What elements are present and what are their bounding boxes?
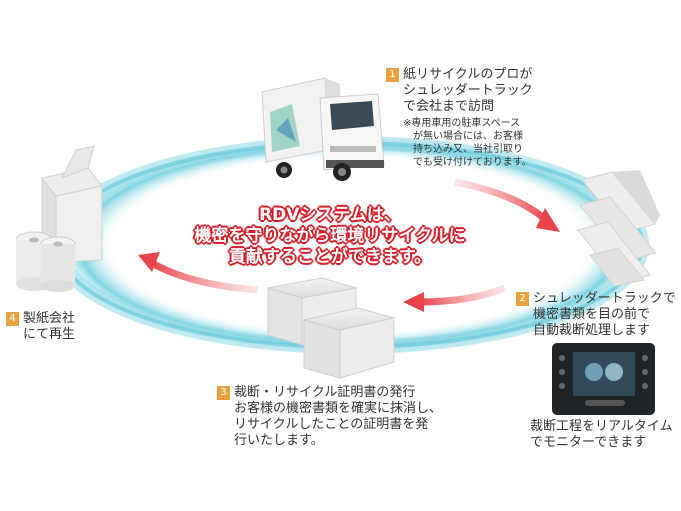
- step-1: 1 紙リサイクルのプロが シュレッダートラック で会社まで訪問 ※専用車用の駐車ス…: [386, 67, 586, 169]
- note-line: 持ち込み又、当社引取り: [413, 144, 523, 155]
- step-text: 機密書類を目の前で: [533, 307, 651, 322]
- step-text: にて再生: [23, 327, 76, 342]
- step-text: 製紙会社: [23, 311, 76, 326]
- step-number-badge: 2: [516, 292, 529, 306]
- cycle-ring: [50, 135, 650, 355]
- paper-rolls-icon: [15, 145, 103, 292]
- center-line: 貢献することができます。: [228, 247, 432, 267]
- caption-line: でモニターできます: [530, 435, 647, 450]
- arrow-step1-to-step2: [454, 178, 560, 232]
- caption-line: 裁断工程をリアルタイム: [530, 419, 673, 434]
- step-text: シュレッダートラック: [403, 83, 533, 98]
- note-line: が無い場合には、お客様: [413, 131, 523, 142]
- step-2: 2 シュレッダートラックで 機密書類を目の前で 自動裁断処理します: [516, 291, 681, 339]
- monitor-icon: [552, 343, 655, 415]
- step-text: 自動裁断処理します: [533, 323, 651, 338]
- step-text: 裁断・リサイクル証明書の発行: [234, 385, 416, 400]
- step-text: シュレッダートラックで: [533, 291, 676, 306]
- step-number-badge: 4: [6, 312, 19, 326]
- note-line: でも受け付けております。: [413, 157, 532, 168]
- center-line: 機密を守りながら環境リサイクルに: [194, 226, 466, 246]
- step-text: で会社まで訪問: [403, 99, 495, 114]
- step-number-badge: 3: [217, 386, 230, 400]
- center-line: RDVシステムは、: [259, 205, 401, 225]
- arrow-step3-to-step4: [138, 252, 259, 294]
- note-line: ※専用車用の駐車スペース: [403, 118, 521, 129]
- step-note: ※専用車用の駐車スペース が無い場合には、お客様 持ち込み又、当社引取り でも受…: [403, 117, 586, 169]
- step-text: お客様の機密書類を確実に抹消し、: [234, 401, 443, 416]
- step-4: 4 製紙会社 にて再生: [6, 311, 126, 343]
- truck-icon: [261, 77, 385, 181]
- shredded-paper-icon: [577, 170, 660, 287]
- arrow-step2-to-step3: [403, 284, 507, 312]
- step-text: 行いたします。: [234, 433, 324, 448]
- center-message: RDVシステムは、 機密を守りながら環境リサイクルに 貢献することができます。: [165, 205, 495, 268]
- step-text: 紙リサイクルのプロが: [403, 67, 533, 82]
- step-number-badge: 1: [386, 68, 399, 82]
- step-2-monitor-caption: 裁断工程をリアルタイム でモニターできます: [530, 419, 681, 451]
- step-text: リサイクルしたことの証明書を発: [234, 417, 429, 432]
- boxes-icon: [267, 277, 395, 379]
- step-3: 3 裁断・リサイクル証明書の発行 お客様の機密書類を確実に抹消し、 リサイクルした…: [217, 385, 487, 449]
